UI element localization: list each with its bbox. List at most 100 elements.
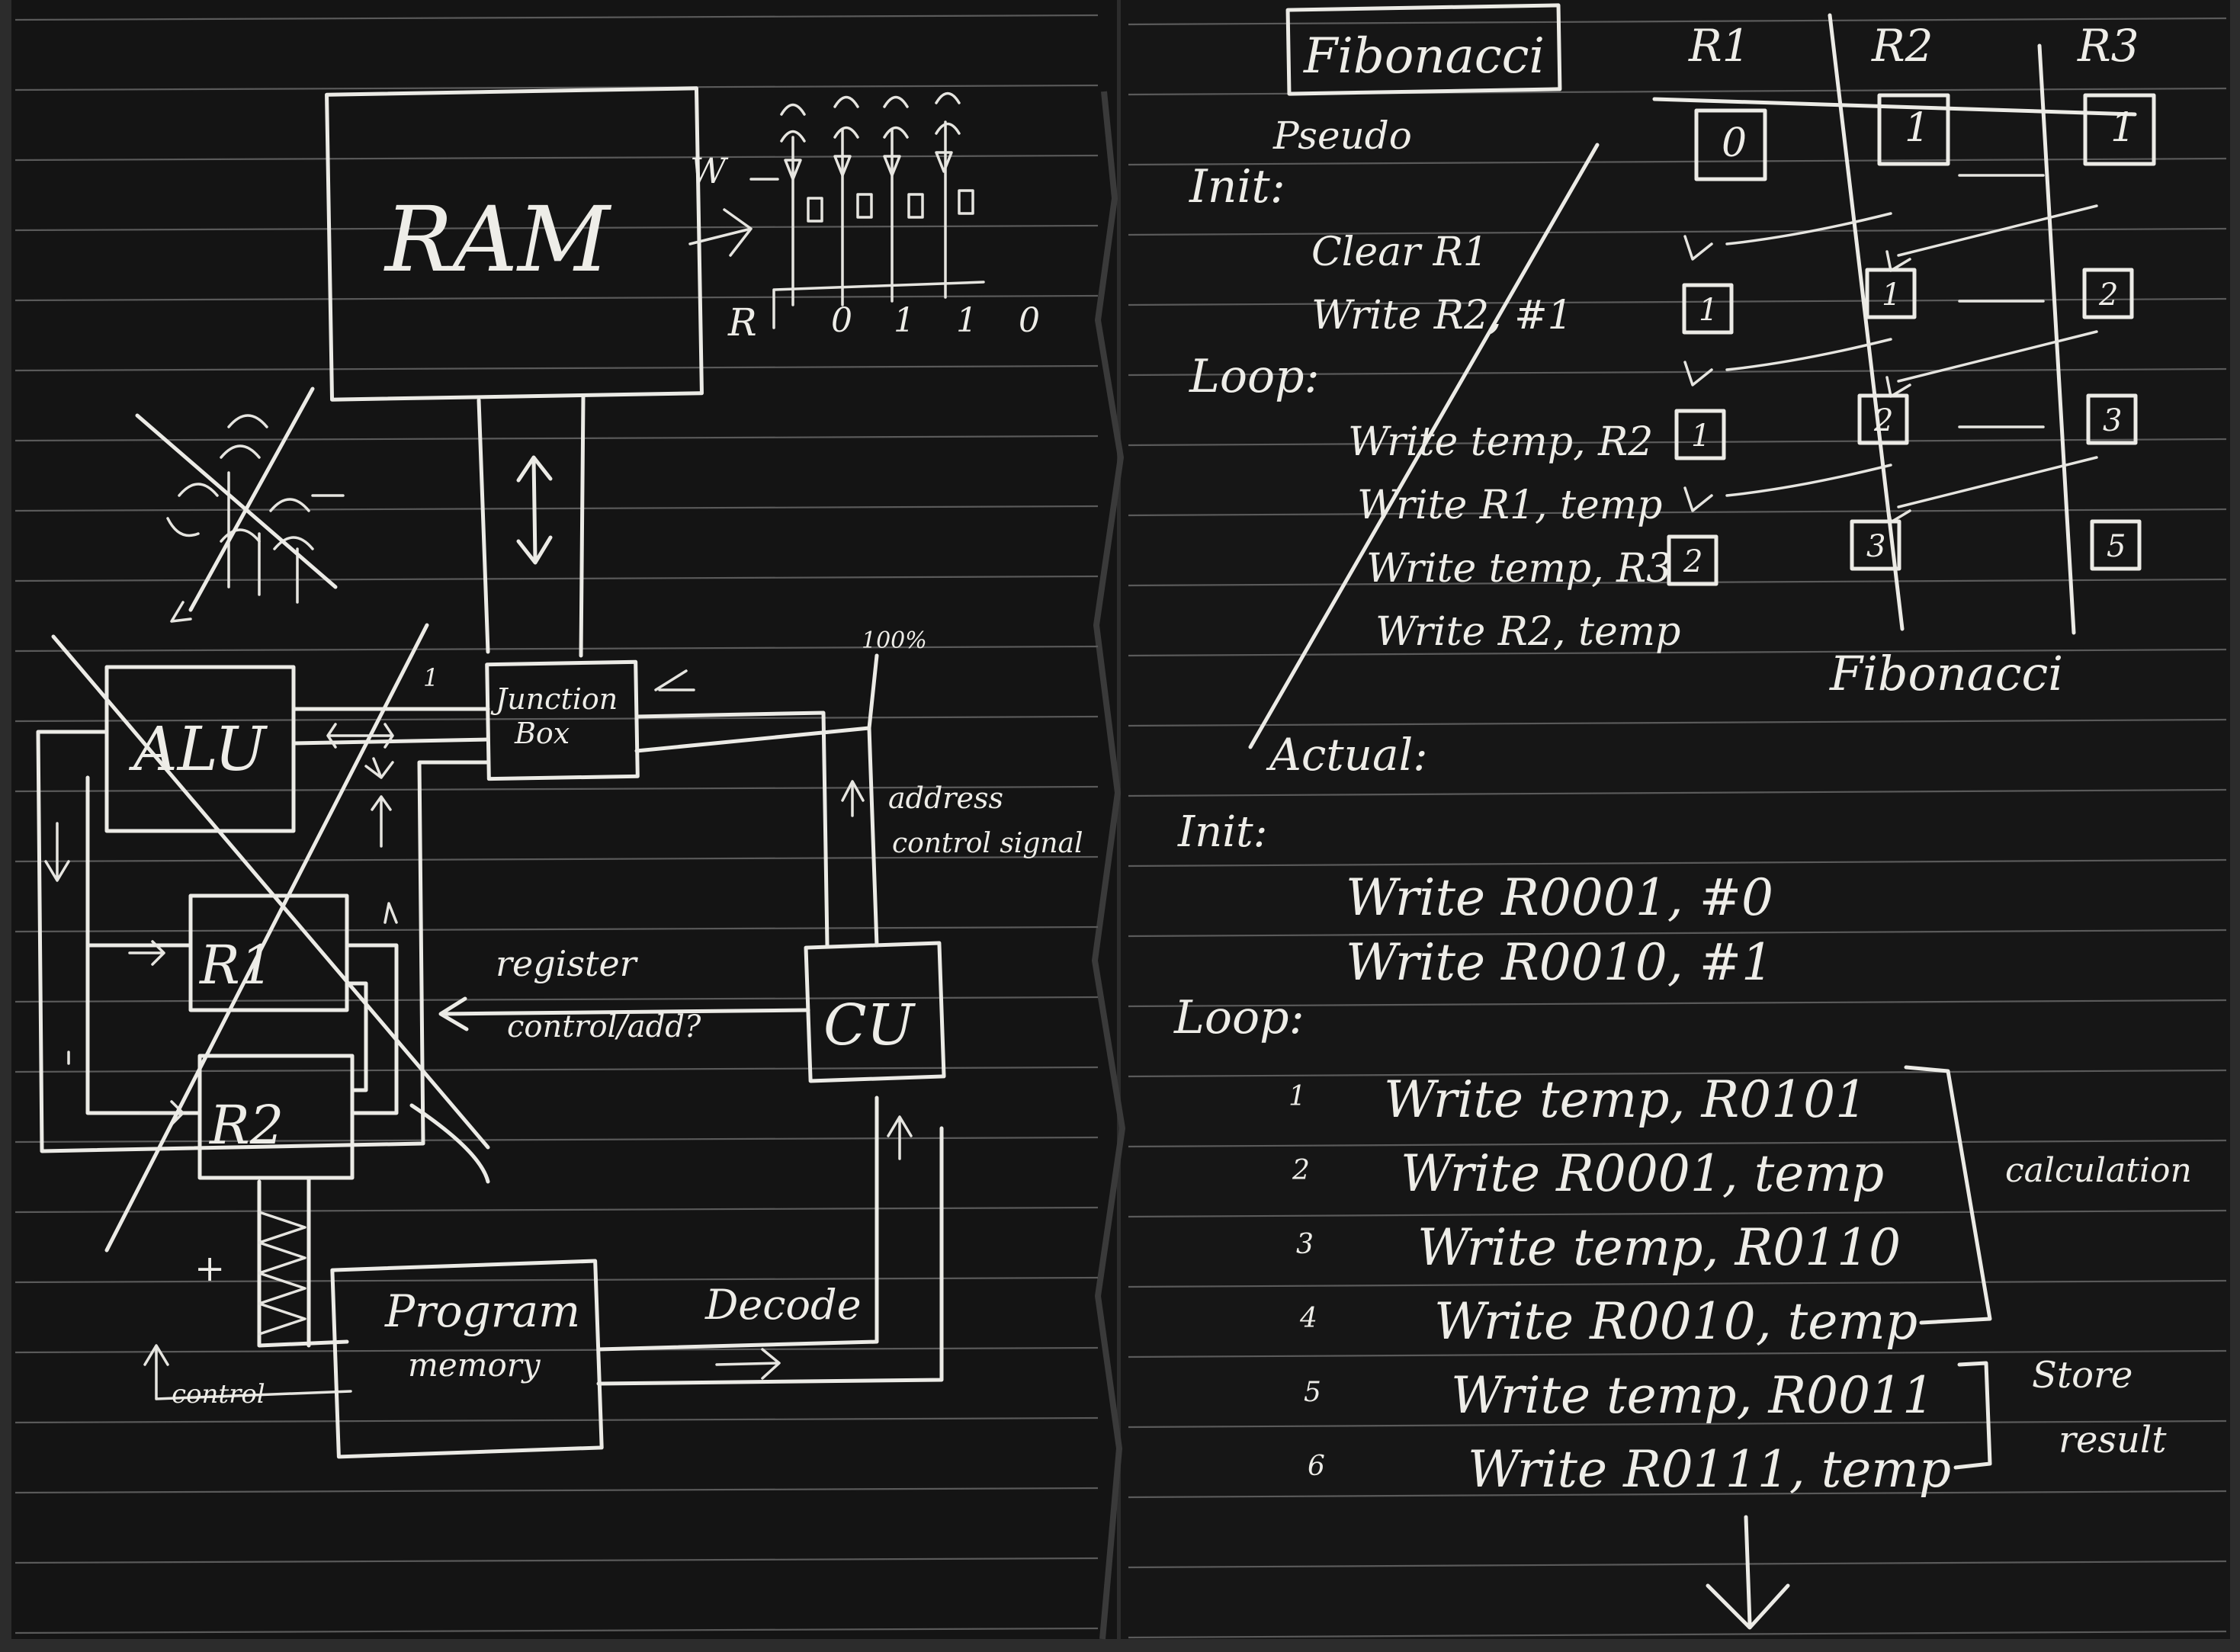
ram-bit-cells: W R 0 1 1 0 xyxy=(688,91,1055,345)
table-cell: 1 xyxy=(1691,419,1710,454)
table-cell-box xyxy=(2086,393,2138,445)
table-cell: 2 xyxy=(1683,544,1702,579)
ruled-line xyxy=(14,435,1099,442)
table-cell-box xyxy=(2090,519,2142,571)
table-flow-arrow xyxy=(1683,464,1892,512)
resistor-zigzag xyxy=(258,1211,306,1336)
ruled-line xyxy=(14,1627,1099,1634)
ruled-line xyxy=(14,294,1099,302)
ram-box: RAM xyxy=(325,86,704,402)
ruled-line xyxy=(14,1206,1099,1214)
ruled-line xyxy=(1128,17,2227,26)
loop-line-number: 4 xyxy=(1299,1303,1317,1334)
table-flow-arrow xyxy=(1683,212,1892,261)
ruled-line xyxy=(14,364,1099,372)
pseudo-line: Write R2, #1 xyxy=(1311,293,1573,338)
ruled-line xyxy=(14,154,1099,162)
ruled-line xyxy=(14,855,1099,863)
loop-line: Write R0001, temp xyxy=(1401,1144,1884,1203)
cu-label: CU xyxy=(823,993,916,1058)
loop-line: Write temp, R0011 xyxy=(1451,1366,1934,1425)
ram-bits: 0 1 1 0 xyxy=(831,301,1055,340)
table-cell: 1 xyxy=(1882,277,1901,313)
svg-text:register: register xyxy=(496,943,639,984)
ruled-line xyxy=(14,645,1099,653)
pseudo-line: Init: xyxy=(1189,160,1285,213)
svg-text:100%: 100% xyxy=(862,627,927,654)
svg-text:control signal: control signal xyxy=(892,828,1083,859)
ram-bus xyxy=(477,394,586,658)
pseudo-line: Write temp, R3 xyxy=(1366,546,1671,592)
table-cell: 0 xyxy=(1722,120,1747,166)
loop-line-number: 5 xyxy=(1304,1377,1321,1408)
loop-line-number: 6 xyxy=(1308,1451,1325,1482)
ruled-line xyxy=(1128,858,2227,868)
svg-text:R: R xyxy=(727,300,757,345)
r1-label: R1 xyxy=(198,934,274,996)
pseudo-line: Write R2, temp xyxy=(1375,609,1680,655)
actual-init-list: Write R0001, #0 Write R0010, #1 xyxy=(1346,868,1773,992)
program-memory-box xyxy=(330,1259,604,1459)
table-cell: 1 xyxy=(1905,105,1930,151)
decode-label: Decode xyxy=(704,1281,862,1329)
svg-text:+: + xyxy=(194,1247,225,1290)
table-cell-box xyxy=(1877,93,1950,166)
ruled-line xyxy=(1128,1069,2227,1078)
pseudo-strike xyxy=(1248,143,1600,749)
table-column-rule xyxy=(1828,13,2076,635)
table-cell-box xyxy=(1850,519,1901,571)
pseudo-line: Loop: xyxy=(1189,350,1320,403)
r2-box xyxy=(197,1054,355,1180)
junction-box xyxy=(485,659,640,781)
loop-line-number: 2 xyxy=(1292,1155,1310,1186)
ram-label: RAM xyxy=(383,187,612,292)
ruled-line xyxy=(14,1346,1099,1354)
ruled-line xyxy=(1128,1630,2227,1639)
left-page xyxy=(11,0,1117,1639)
actual-label: Actual: xyxy=(1266,729,1428,781)
title-box xyxy=(1285,3,1562,96)
table-header: R3 xyxy=(2077,20,2139,72)
init-line: Write R0010, #1 xyxy=(1346,933,1773,992)
cu-box xyxy=(804,941,946,1083)
pseudo-line: Write temp, R2 xyxy=(1348,419,1653,465)
calc-brace xyxy=(1904,1065,1992,1325)
table-cell-box xyxy=(2083,93,2156,166)
ruled-line xyxy=(1128,1209,2227,1218)
ruled-line xyxy=(14,224,1099,232)
svg-text:1: 1 xyxy=(423,663,438,692)
calc-label: calculation xyxy=(2005,1151,2192,1190)
pseudo-code-list: Init: Clear R1 Write R2, #1 Loop: Write temp… xyxy=(1189,160,1680,655)
ruled-line xyxy=(14,785,1099,793)
table-flow-arrow xyxy=(1683,338,1892,387)
ruled-line xyxy=(1128,1419,2227,1429)
svg-text:result: result xyxy=(2059,1419,2167,1461)
table-cell: 2 xyxy=(2098,277,2118,313)
ruled-line xyxy=(1128,367,2227,377)
svg-text:address: address xyxy=(888,781,1003,815)
ruled-line xyxy=(1128,718,2227,727)
alu-box xyxy=(104,665,296,833)
svg-text:Store: Store xyxy=(2032,1354,2132,1397)
right-page xyxy=(1121,0,2230,1639)
pseudo-line: Clear R1 xyxy=(1311,229,1488,275)
ruled-line xyxy=(1128,1279,2227,1288)
ruled-line xyxy=(14,1557,1099,1564)
svg-text:Program: Program xyxy=(384,1285,580,1337)
table-cell: 3 xyxy=(2103,403,2122,438)
ruled-line xyxy=(14,715,1099,723)
svg-text:Box: Box xyxy=(514,717,570,750)
table-cell: 5 xyxy=(2107,529,2126,564)
init-label: Init: xyxy=(1177,807,1267,857)
table-cell-box xyxy=(1674,409,1726,460)
table-cell: 2 xyxy=(1873,403,1893,438)
init-line: Write R0001, #0 xyxy=(1346,868,1773,927)
ruled-line xyxy=(1128,227,2227,236)
page-title: Fibonacci xyxy=(1303,28,1545,85)
ruled-line xyxy=(14,14,1099,21)
ruled-line xyxy=(14,84,1099,91)
table-cell-box xyxy=(1667,534,1719,586)
pseudo-label: Pseudo xyxy=(1272,114,1412,158)
